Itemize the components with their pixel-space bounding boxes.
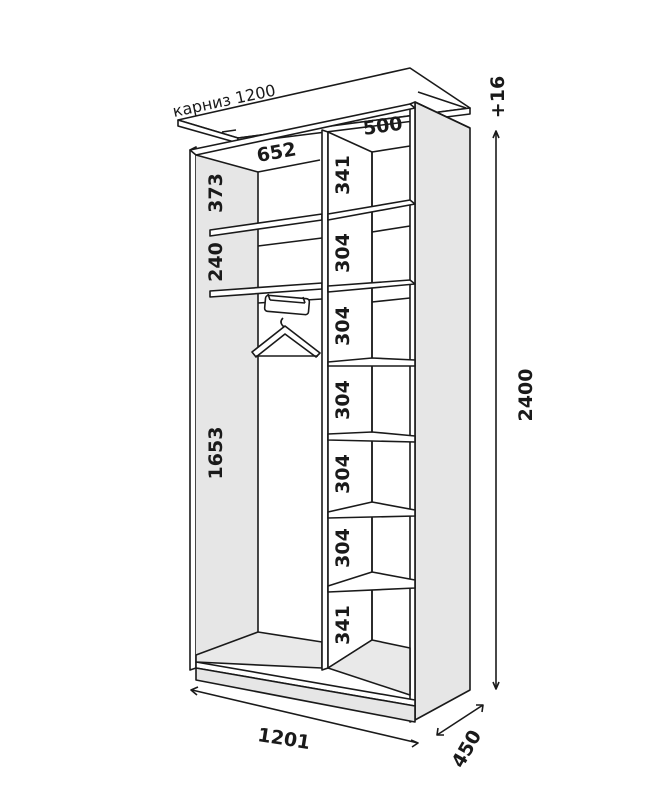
right-compartment	[327, 145, 411, 696]
left-height-hanging: 1653	[205, 427, 227, 480]
right-width-label: 500	[362, 113, 404, 140]
coat-hanger-icon	[251, 317, 321, 358]
shelf-height-2: 304	[332, 233, 354, 273]
depth-label: 450	[447, 726, 486, 771]
shelf-height-4: 304	[332, 380, 354, 420]
plinth	[195, 661, 416, 723]
left-height-top: 373	[205, 173, 227, 213]
shelf-height-6: 304	[332, 528, 354, 568]
height-label: 2400	[515, 369, 537, 422]
shelf-height-5: 304	[332, 454, 354, 494]
depth-dimension: 450	[436, 704, 486, 772]
shelf-height-3: 304	[332, 306, 354, 346]
shelf-height-7: 341	[332, 605, 354, 645]
cornice-extra-label: +16	[487, 76, 509, 118]
right-shelves	[327, 199, 416, 593]
height-dimension: 2400 +16	[487, 76, 537, 690]
shelf-height-1: 341	[332, 155, 354, 195]
center-divider	[321, 129, 373, 671]
top-panel	[189, 103, 416, 156]
right-side-panel	[409, 101, 471, 723]
hanger-rail-icon	[263, 293, 311, 316]
width-label: 1201	[256, 724, 312, 754]
left-width-label: 652	[255, 138, 298, 167]
left-side-panel	[189, 146, 197, 671]
left-height-middle: 240	[205, 242, 227, 282]
